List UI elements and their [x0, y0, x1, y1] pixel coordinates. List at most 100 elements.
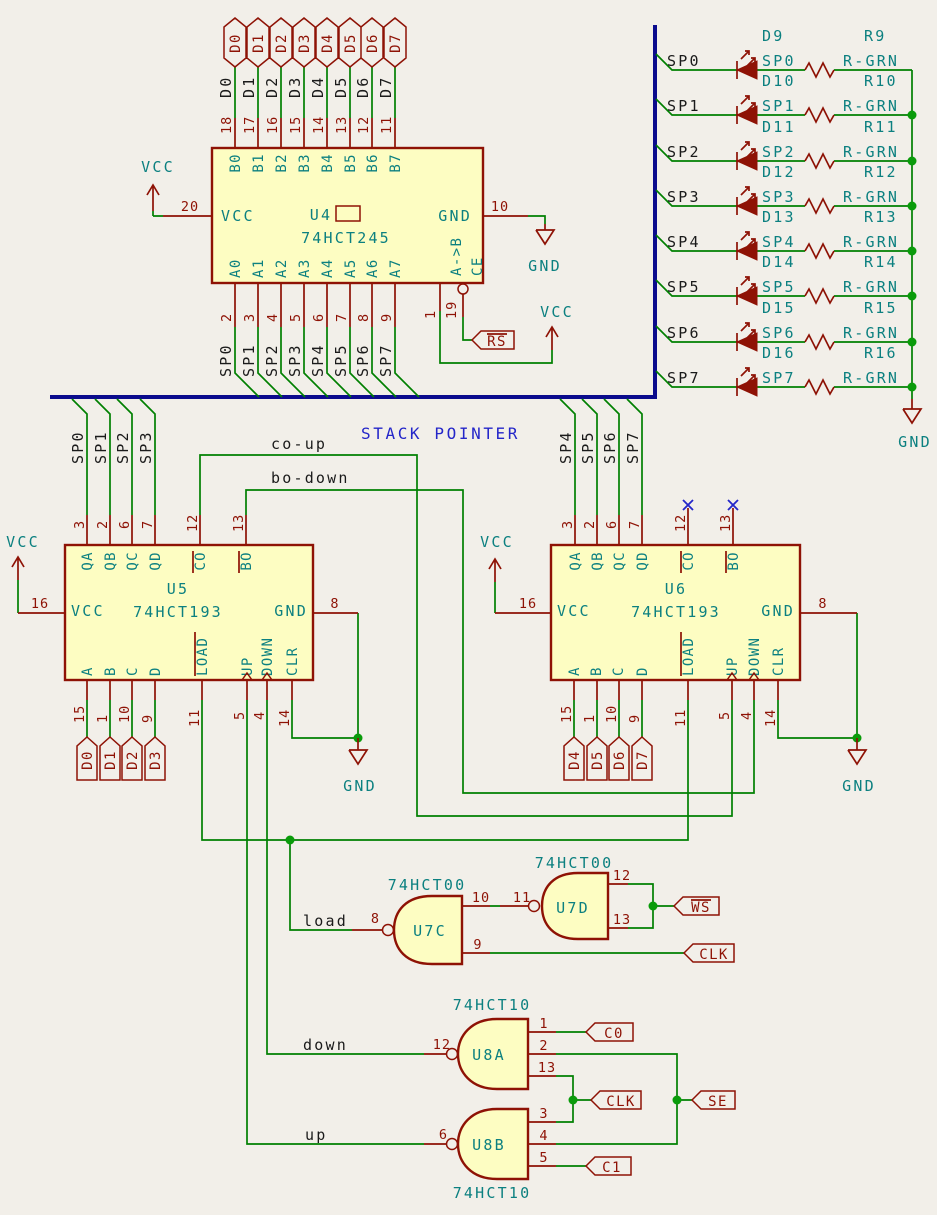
global-label-text: CLK: [606, 1094, 636, 1110]
pin-number: 9: [140, 714, 156, 723]
pin-number: 3: [242, 313, 258, 322]
u6-pin-stubs: [495, 508, 857, 700]
res-value: R-GRN: [843, 52, 899, 70]
global-label-clk: [682, 943, 735, 963]
led-ref: D15: [762, 299, 796, 317]
pin-number: 15: [72, 705, 88, 723]
junction-dot: [648, 901, 658, 911]
pin-number: 12: [185, 514, 201, 532]
pin-number: 7: [334, 313, 350, 322]
pin-number: 11: [379, 116, 395, 134]
u6-ref: U6: [665, 580, 687, 598]
pin-number: 3: [539, 1106, 548, 1122]
pin-number: 5: [232, 711, 248, 720]
overlines: [680, 551, 727, 676]
net-label: SP5: [667, 278, 701, 296]
pin-name: B6: [365, 153, 381, 173]
pin-number: 15: [288, 116, 304, 134]
global-label-text: D4: [320, 33, 336, 53]
gnd-symbol-icon: [535, 224, 556, 246]
pin-name: QC: [612, 551, 628, 571]
net-label: SP1: [667, 97, 701, 115]
net-label: SP1: [92, 430, 110, 464]
res-value: R-GRN: [843, 143, 899, 161]
vcc-symbol-text: VCC: [6, 533, 40, 551]
pin-name: VCC: [71, 602, 105, 620]
vcc-symbol-icon: [146, 183, 160, 211]
u7d-body: [540, 871, 610, 941]
pin-number: 11: [513, 890, 531, 906]
pin-number: 5: [539, 1150, 548, 1166]
pin-name: B2: [274, 153, 290, 173]
global-label-c0: [584, 1022, 634, 1042]
global-label-text: D6: [365, 33, 381, 53]
u5-wires: [17, 398, 359, 739]
global-label-text: D2: [125, 750, 141, 770]
pin-number: 6: [604, 520, 620, 529]
pin-number: 12: [613, 868, 631, 884]
led-value: SP7: [762, 369, 796, 387]
led-value: SP3: [762, 188, 796, 206]
global-label-text: D1: [103, 750, 119, 770]
global-label-hexes: [563, 735, 653, 781]
gnd-symbol-text: GND: [842, 777, 876, 795]
res-ref: R12: [864, 163, 898, 181]
led-value: SP1: [762, 97, 796, 115]
net-label: SP0: [69, 430, 87, 464]
global-label-text: D5: [343, 33, 359, 53]
pin-name: B1: [251, 153, 267, 173]
led-ref: D10: [762, 72, 796, 90]
led-value: SP0: [762, 52, 796, 70]
net-label: up: [305, 1126, 327, 1144]
pin-number: 13: [231, 514, 247, 532]
pin-name: A4: [320, 258, 336, 278]
res-value: R-GRN: [843, 188, 899, 206]
u8-pin-lines: [424, 1031, 556, 1167]
resistor-icons: [804, 61, 835, 396]
pin-number: 10: [491, 199, 509, 215]
vcc-symbol-text: VCC: [480, 533, 514, 551]
pin-name: VCC: [221, 207, 255, 225]
pin-number: 6: [311, 313, 327, 322]
u8a-value: 74HCT10: [453, 996, 532, 1014]
pin-name: C: [611, 666, 627, 676]
res-ref: R14: [864, 253, 898, 271]
u4-columns: D0 D1 D2 D3 D4 D5 D6 D7 D0 D1 D2 D3 D4 D…: [217, 17, 407, 377]
pin-number: 7: [140, 520, 156, 529]
pin-name: CE: [470, 256, 486, 276]
res-value: R-GRN: [843, 369, 899, 387]
net-label: D4: [309, 76, 327, 98]
pin-name: LOAD: [681, 637, 697, 676]
net-label: SP0: [667, 52, 701, 70]
pin-name: A: [80, 666, 96, 676]
pin-name: CLR: [285, 647, 301, 677]
u8b-output-bubble: [445, 1137, 459, 1151]
net-label: SP4: [557, 430, 575, 464]
net-label: SP5: [579, 430, 597, 464]
junction-dot: [285, 835, 295, 845]
global-label-text: D1: [251, 33, 267, 53]
pin-name: QD: [635, 551, 651, 571]
led-value: SP4: [762, 233, 796, 251]
net-label: D6: [354, 76, 372, 98]
u4-ce-invert-bubble: [457, 283, 469, 295]
u7-pin-lines: [352, 883, 628, 954]
led-ref: D11: [762, 118, 796, 136]
led-ref: D16: [762, 344, 796, 362]
pin-name: DOWN: [747, 637, 763, 676]
pin-name: QC: [125, 551, 141, 571]
net-label: SP1: [240, 343, 258, 377]
net-label: D5: [332, 76, 350, 98]
led-row-wires: [655, 53, 913, 399]
no-connect-icons: [682, 499, 739, 511]
global-label-text: RS: [487, 334, 507, 350]
net-label: SP6: [354, 343, 372, 377]
pin-number: 1: [539, 1016, 548, 1032]
u4-value: 74HCT245: [301, 229, 391, 247]
pin-number: 8: [356, 313, 372, 322]
pin-name: A2: [274, 258, 290, 278]
net-label: load: [303, 912, 348, 930]
vcc-symbol-text: VCC: [141, 158, 175, 176]
led-ref: D13: [762, 208, 796, 226]
res-ref: R11: [864, 118, 898, 136]
